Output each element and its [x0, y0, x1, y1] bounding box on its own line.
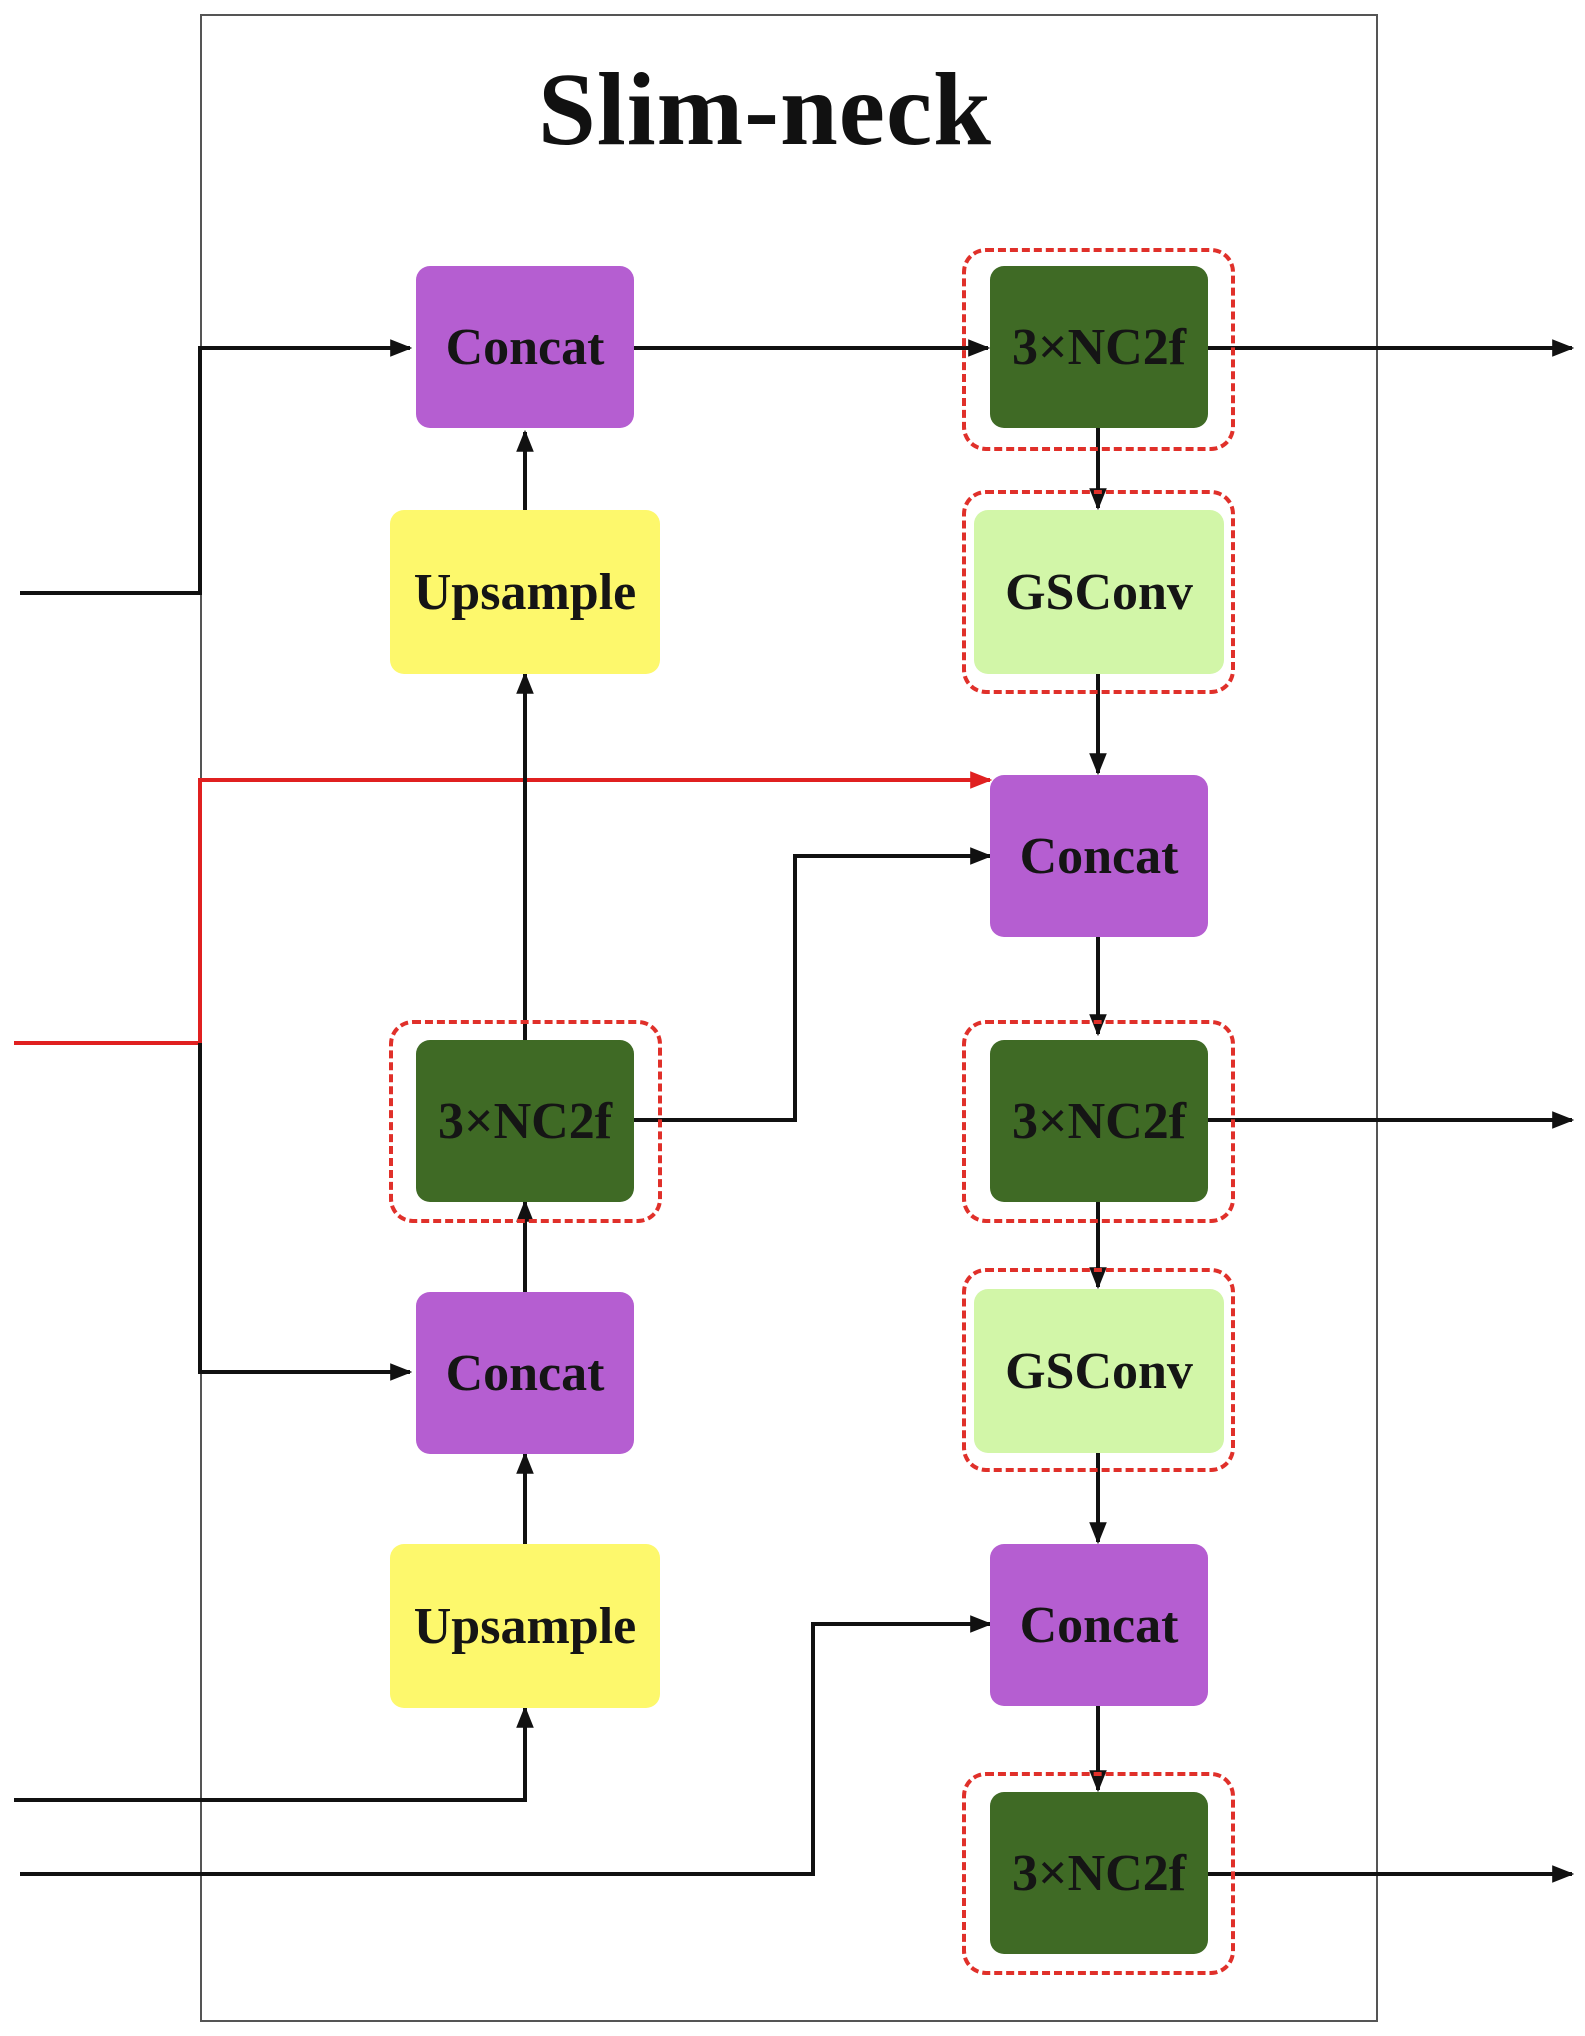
edge-input3-to-upsample-bottom	[14, 1705, 534, 1802]
c2f-block-right-bottom: 3×NC2f	[990, 1792, 1208, 1954]
gsconv-block-bottom: GSConv	[974, 1289, 1224, 1453]
concat-block-right-mid: Concat	[990, 775, 1208, 937]
concat-block-top: Concat	[416, 266, 634, 428]
highlight-gsconv-top	[962, 490, 1235, 694]
highlight-c2f-right-top	[962, 248, 1235, 451]
edge-input2-to-concat-left-bottom	[198, 1043, 413, 1381]
c2f-block-left: 3×NC2f	[416, 1040, 634, 1202]
highlight-gsconv-bottom	[962, 1268, 1235, 1472]
edge-input1-to-concat-top	[20, 339, 413, 595]
edge-red-input-to-concat-right-mid	[14, 771, 993, 1045]
c2f-block-right-mid: 3×NC2f	[990, 1040, 1208, 1202]
concat-block-right-bottom: Concat	[990, 1544, 1208, 1706]
gsconv-block-top: GSConv	[974, 510, 1224, 674]
edge-input4-to-concat-right-bottom	[20, 1615, 993, 1876]
highlight-c2f-right-mid	[962, 1020, 1235, 1223]
edge-c2f-left-to-concat-right-mid	[632, 847, 993, 1122]
upsample-block-top: Upsample	[390, 510, 660, 674]
concat-block-left-bottom: Concat	[416, 1292, 634, 1454]
diagram-title: Slim-neck	[538, 52, 992, 167]
highlight-c2f-left	[389, 1020, 662, 1223]
highlight-c2f-right-bottom	[962, 1772, 1235, 1975]
upsample-block-bottom: Upsample	[390, 1544, 660, 1708]
c2f-block-right-top: 3×NC2f	[990, 266, 1208, 428]
